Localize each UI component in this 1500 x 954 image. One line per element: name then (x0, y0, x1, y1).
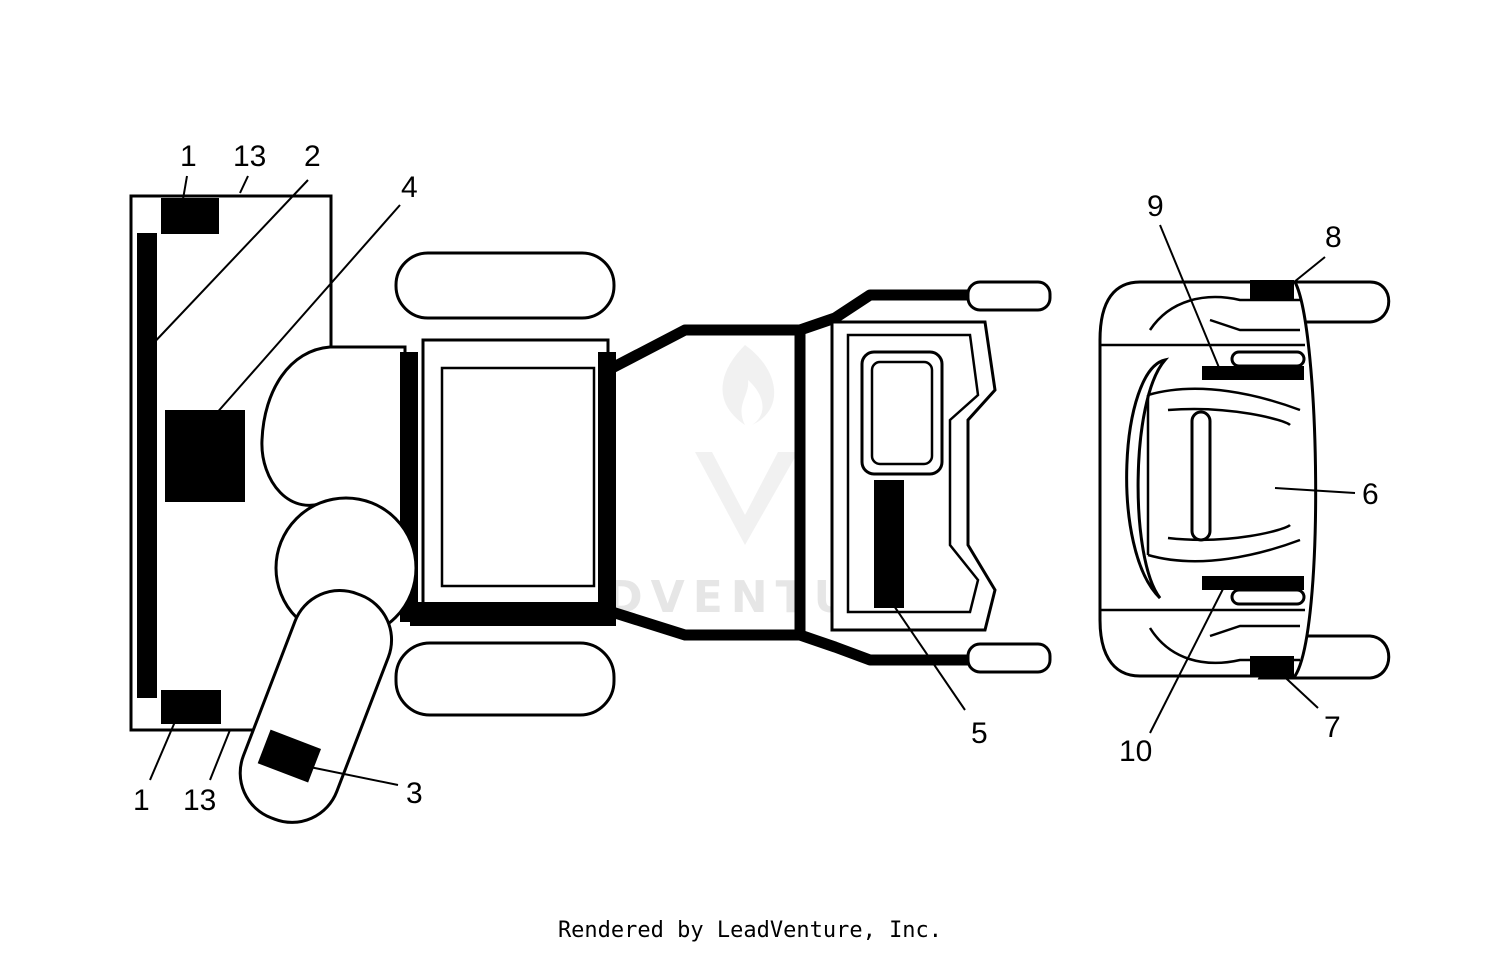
chute-assembly (238, 496, 418, 824)
callout-6: 6 (1362, 478, 1379, 511)
decal-1-bottom (161, 690, 221, 724)
frame-body (400, 338, 616, 626)
decal-4 (165, 410, 245, 502)
callout-13-top: 13 (233, 140, 266, 173)
handle-grips (966, 280, 1052, 674)
decal-7 (1250, 656, 1294, 676)
handle-frame (606, 289, 976, 666)
footer-credit: Rendered by LeadVenture, Inc. (557, 918, 943, 943)
decal-3 (257, 729, 322, 783)
callout-7: 7 (1324, 711, 1341, 744)
front-view-decals (1202, 280, 1304, 676)
callout-9: 9 (1147, 190, 1164, 223)
watermark-logo (695, 345, 798, 545)
callout-8: 8 (1325, 221, 1342, 254)
front-view-housing (1098, 280, 1391, 680)
callout-1-bottom: 1 (133, 784, 150, 817)
decal-10 (1202, 576, 1304, 590)
wheels (394, 251, 616, 717)
callout-13-bottom: 13 (183, 784, 216, 817)
leader-lines (146, 175, 1356, 786)
callout-4: 4 (401, 171, 418, 204)
decal-5 (874, 480, 904, 608)
callout-3: 3 (406, 777, 423, 810)
callout-5: 5 (971, 717, 988, 750)
control-panel (830, 320, 997, 632)
callout-10: 10 (1119, 735, 1152, 768)
decal-1-top (161, 198, 219, 234)
callout-labels: 1 13 2 4 1 13 3 5 9 8 6 10 7 (133, 140, 1379, 817)
callout-1-top: 1 (180, 140, 197, 173)
decal-8 (1250, 280, 1294, 300)
decal-2-strip (137, 233, 157, 698)
callout-2: 2 (304, 140, 321, 173)
decal-9 (1202, 366, 1304, 380)
